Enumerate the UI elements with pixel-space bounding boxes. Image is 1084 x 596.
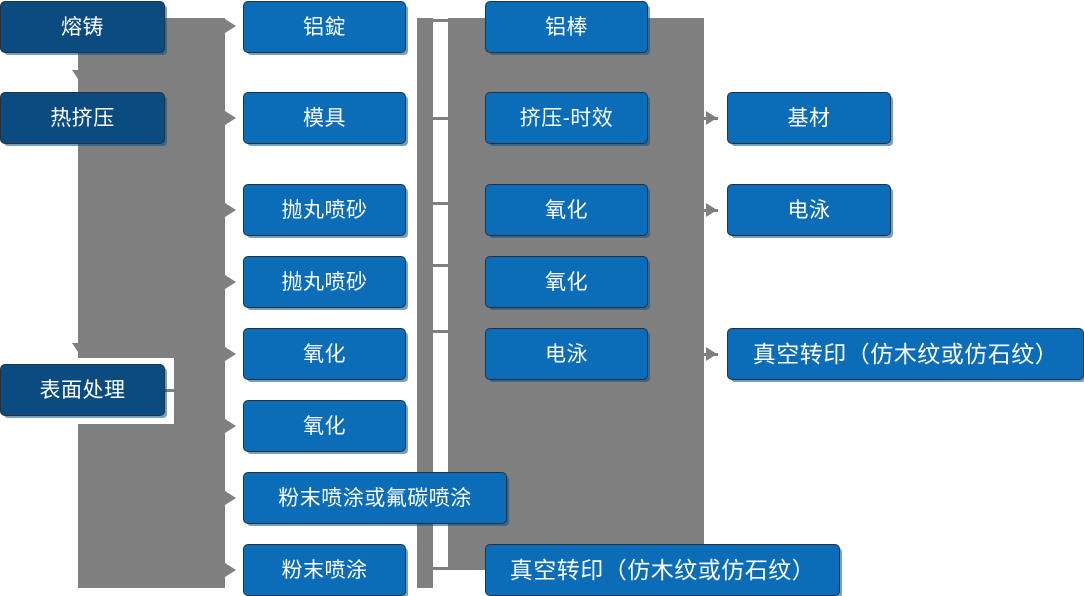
arrow-to-c2-8 xyxy=(225,563,236,577)
node-powder-coating-label: 粉末喷涂 xyxy=(281,558,368,582)
node-shot-blasting-2-label: 抛丸喷砂 xyxy=(281,270,368,294)
node-electrophoresis-c4-label: 电泳 xyxy=(787,198,831,222)
node-extrusion-aging[interactable]: 挤压-时效 xyxy=(485,92,648,144)
node-shot-blasting-2[interactable]: 抛丸喷砂 xyxy=(243,256,406,308)
node-base-material[interactable]: 基材 xyxy=(727,92,891,144)
node-oxidation-c3-2-label: 氧化 xyxy=(545,270,588,294)
node-base-material-label: 基材 xyxy=(787,106,831,130)
node-vacuum-transfer-c4[interactable]: 真空转印（仿木纹或仿石纹） xyxy=(727,328,1084,380)
arrow-to-c2-3 xyxy=(225,203,236,217)
node-mold-label: 模具 xyxy=(303,106,346,130)
stage-hot-extrude[interactable]: 热挤压 xyxy=(0,92,165,144)
node-oxidation-c2-1[interactable]: 氧化 xyxy=(243,328,406,380)
node-aluminum-ingot-label: 铝錠 xyxy=(303,15,346,39)
node-vacuum-transfer-c3[interactable]: 真空转印（仿木纹或仿石纹） xyxy=(485,544,840,596)
connector-rung-5 xyxy=(433,330,449,333)
node-oxidation-c2-2-label: 氧化 xyxy=(303,414,346,438)
node-shot-blasting-1-label: 抛丸喷砂 xyxy=(281,198,368,222)
node-extrusion-aging-label: 挤压-时效 xyxy=(519,106,614,130)
arrow-to-c2-2 xyxy=(225,111,236,125)
connector-rung-4 xyxy=(433,264,449,267)
node-mold[interactable]: 模具 xyxy=(243,92,406,144)
connector-line-surface-to-bar xyxy=(164,389,180,392)
node-oxidation-c3-1-label: 氧化 xyxy=(545,198,588,222)
node-shot-blasting-1[interactable]: 抛丸喷砂 xyxy=(243,184,406,236)
stage-melt-cast-label: 熔铸 xyxy=(61,15,104,39)
node-oxidation-c2-2[interactable]: 氧化 xyxy=(243,400,406,452)
node-powder-coating[interactable]: 粉末喷涂 xyxy=(243,544,406,596)
connector-rung-2 xyxy=(433,117,449,120)
connector-rung-1 xyxy=(433,19,449,22)
stage-surface-treatment[interactable]: 表面处理 xyxy=(0,364,165,416)
connector-rung-3 xyxy=(433,202,449,205)
node-vacuum-transfer-c4-label: 真空转印（仿木纹或仿石纹） xyxy=(752,340,1059,367)
connector-rung-6 xyxy=(433,567,449,570)
node-electrophoresis-c4[interactable]: 电泳 xyxy=(727,184,891,236)
node-electrophoresis-c3-label: 电泳 xyxy=(545,342,588,366)
node-aluminum-ingot[interactable]: 铝錠 xyxy=(243,1,406,53)
arrow-to-c2-1 xyxy=(225,19,236,33)
arrow-to-c4-1 xyxy=(706,111,717,125)
node-oxidation-c2-1-label: 氧化 xyxy=(303,342,346,366)
arrow-to-c2-4 xyxy=(225,275,236,289)
connector-bar-lower-stage-to-column2 xyxy=(174,358,225,424)
node-aluminum-bar[interactable]: 铝棒 xyxy=(485,1,648,53)
node-oxidation-c3-2[interactable]: 氧化 xyxy=(485,256,648,308)
stage-hot-extrude-label: 热挤压 xyxy=(50,106,115,130)
arrow-to-c2-5 xyxy=(225,347,236,361)
arrow-to-c4-3 xyxy=(706,347,717,361)
node-oxidation-c3-1[interactable]: 氧化 xyxy=(485,184,648,236)
stage-melt-cast[interactable]: 熔铸 xyxy=(0,1,165,53)
node-aluminum-bar-label: 铝棒 xyxy=(545,15,588,39)
arrow-down-meltcast-to-extrude xyxy=(72,70,84,79)
node-powder-or-fluorocarbon-coating[interactable]: 粉末喷涂或氟碳喷涂 xyxy=(243,472,507,524)
node-electrophoresis-c3[interactable]: 电泳 xyxy=(485,328,648,380)
arrow-to-c4-2 xyxy=(706,203,717,217)
arrow-down-extrude-to-surface xyxy=(72,343,84,352)
node-powder-or-fluorocarbon-coating-label: 粉末喷涂或氟碳喷涂 xyxy=(278,486,472,510)
node-vacuum-transfer-c3-label: 真空转印（仿木纹或仿石纹） xyxy=(509,556,816,583)
arrow-to-c2-7 xyxy=(225,491,236,505)
connector-bar-column2-spine xyxy=(417,18,433,588)
stage-surface-treatment-label: 表面处理 xyxy=(39,378,126,402)
arrow-to-c2-6 xyxy=(225,419,236,433)
